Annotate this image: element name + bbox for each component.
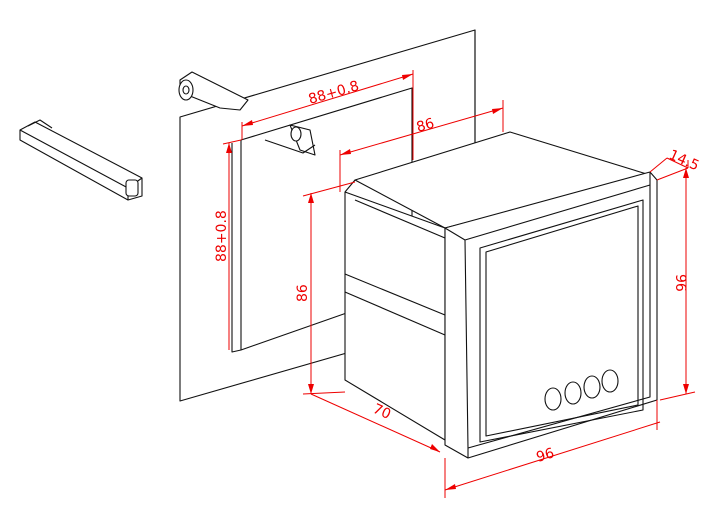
depth-label: 70	[370, 401, 393, 423]
front-width-label: 96	[534, 445, 556, 466]
bezel-depth-label: 14.5	[666, 147, 701, 174]
button-3[interactable]	[583, 375, 601, 399]
button-4[interactable]	[601, 369, 619, 393]
dimension-lines	[222, 70, 696, 498]
front-height-label: 96	[672, 274, 688, 292]
body-width-label: 86	[415, 116, 437, 136]
button-2[interactable]	[564, 381, 582, 405]
front-buttons	[544, 369, 619, 411]
meter-body	[344, 131, 651, 441]
mounting-clip-installed	[178, 71, 316, 156]
mounting-clip-detached	[19, 119, 143, 201]
body-height-label: 86	[295, 284, 311, 302]
button-1[interactable]	[544, 387, 562, 411]
cutout-height-label: 88+0.8	[214, 210, 230, 262]
